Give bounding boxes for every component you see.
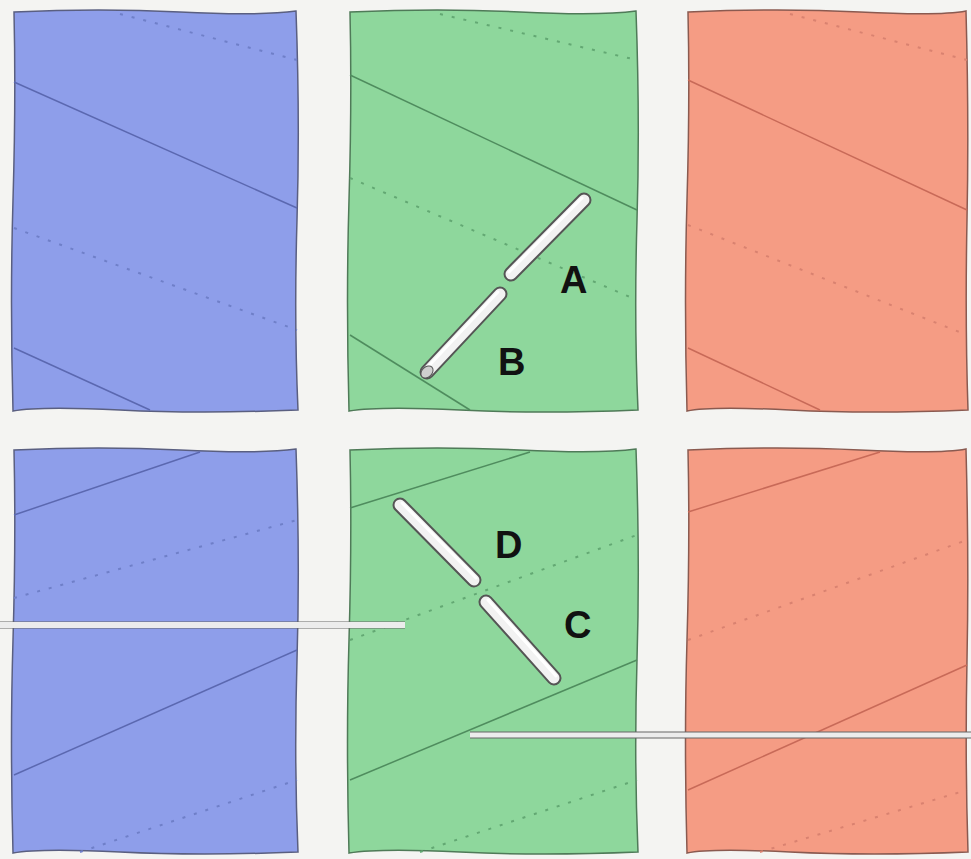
- tissue-panel: [348, 448, 639, 854]
- tissue-panel: [348, 10, 639, 412]
- part-label: D: [495, 526, 522, 564]
- leader-line: [0, 622, 405, 628]
- tissue-panel: [12, 10, 299, 412]
- rod: [400, 503, 476, 580]
- part-label: B: [498, 343, 525, 381]
- part-label: A: [560, 261, 587, 299]
- rod: [419, 292, 500, 380]
- tissue-panel: [686, 448, 969, 854]
- leader-line: [470, 732, 971, 738]
- tissue-panel: [686, 10, 969, 412]
- tissue-panel: [12, 448, 299, 854]
- part-label: C: [564, 606, 591, 644]
- rod: [486, 600, 556, 678]
